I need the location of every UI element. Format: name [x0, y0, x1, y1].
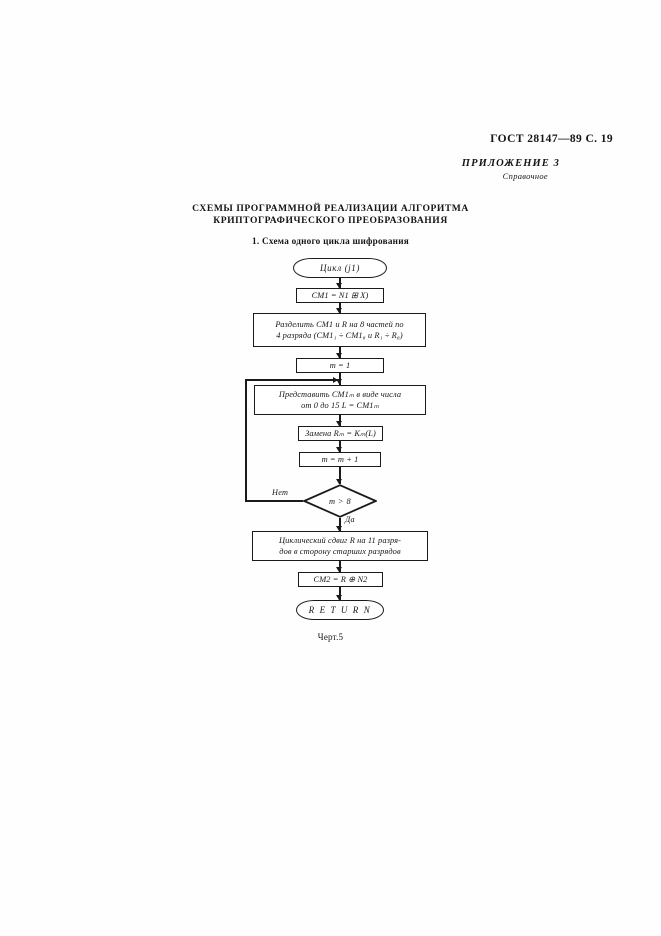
page-title-line-1: СХЕМЫ ПРОГРАММНОЙ РЕАЛИЗАЦИИ АЛГОРИТМА [192, 203, 469, 214]
edge-split-to-minit [339, 347, 341, 358]
diamond-shape-icon [303, 484, 377, 518]
arrowhead-to-return [336, 595, 343, 600]
figure-caption: Черт.5 [317, 632, 344, 642]
flow-node-cm2-label: CM2 = R ⊕ N2 [313, 575, 368, 584]
flow-node-substitution: Замена Rₘ = Kₘ(L) [298, 426, 383, 441]
flow-node-split: Разделить CM1 и R на 8 частей по 4 разря… [253, 313, 426, 347]
standard-header: ГОСТ 28147—89 С. 19 [490, 133, 613, 145]
edge-yes-to-rotate [339, 518, 341, 531]
edge-no-horizontal-return [245, 379, 339, 381]
flow-node-represent-line-1: Представить CM1ₘ в виде числа [278, 390, 402, 399]
flow-node-substitution-label: Замена Rₘ = Kₘ(L) [305, 429, 376, 438]
flow-node-cm1-label: CM1 = N1 ⊞ X) [311, 291, 369, 300]
edge-subst-to-mincr [339, 441, 341, 452]
arrowhead-to-subst [336, 421, 343, 426]
flow-node-decision-label: m > 8 [328, 496, 352, 506]
flow-node-cyclic-shift-line-1: Циклический сдвиг R на 11 разря- [278, 536, 402, 545]
annex-label: ПРИЛОЖЕНИЕ 3 [461, 158, 560, 169]
section-heading: 1. Схема одного цикла шифрования [252, 236, 409, 246]
arrowhead-no-return [333, 376, 338, 383]
flow-node-return-label: R E T U R N [308, 604, 372, 615]
flow-node-m-increment: m = m + 1 [299, 452, 381, 467]
arrowhead-to-minit [336, 353, 343, 358]
arrowhead-to-rotate [336, 526, 343, 531]
annex-kind: Справочное [502, 171, 548, 181]
edge-no-vertical-up [245, 379, 247, 502]
page-title: СХЕМЫ ПРОГРАММНОЙ РЕАЛИЗАЦИИ АЛГОРИТМА К… [0, 203, 661, 227]
flow-node-split-line-1: Разделить CM1 и R на 8 частей по [275, 320, 404, 329]
flow-node-m-increment-label: m = m + 1 [321, 455, 359, 464]
arrowhead-to-test [336, 479, 343, 484]
edge-rotate-to-cm2 [339, 561, 341, 572]
flow-node-start: Цикл (j1) [293, 258, 387, 278]
edge-label-no: Нет [272, 488, 289, 497]
edge-repr-to-subst [339, 415, 341, 426]
flow-node-represent: Представить CM1ₘ в виде числа от 0 до 15… [254, 385, 426, 415]
arrowhead-to-repr [336, 379, 343, 384]
flow-node-cm1: CM1 = N1 ⊞ X) [296, 288, 384, 303]
edge-label-yes: Да [345, 515, 355, 524]
flow-node-m-init-label: m = 1 [329, 361, 351, 370]
edge-cm2-to-return [339, 587, 341, 600]
flow-node-split-line-2: 4 разряда (CM1₁ ÷ CM1₈ и R₁ ÷ R₈) [276, 331, 403, 340]
arrowhead-to-mincr [336, 447, 343, 452]
edge-no-horizontal-out [245, 500, 303, 502]
arrowhead-to-cm2 [336, 567, 343, 572]
edge-mincr-to-test [339, 467, 341, 484]
flow-node-represent-line-2: от 0 до 15 L = CM1ₘ [301, 401, 379, 410]
page-title-line-2: КРИПТОГРАФИЧЕСКОГО ПРЕОБРАЗОВАНИЯ [213, 215, 448, 226]
flow-node-cyclic-shift: Циклический сдвиг R на 11 разря- дов в с… [252, 531, 428, 561]
flow-node-decision-m-gt-8: m > 8 [303, 484, 377, 518]
flow-node-m-init: m = 1 [296, 358, 384, 373]
flow-node-cyclic-shift-line-2: дов в сторону старших разрядов [279, 547, 401, 556]
arrowhead-to-cm1 [336, 283, 343, 288]
flow-node-return: R E T U R N [296, 600, 384, 620]
flow-node-cm2: CM2 = R ⊕ N2 [298, 572, 383, 587]
flow-node-start-label: Цикл (j1) [320, 262, 360, 273]
arrowhead-to-split [336, 308, 343, 313]
